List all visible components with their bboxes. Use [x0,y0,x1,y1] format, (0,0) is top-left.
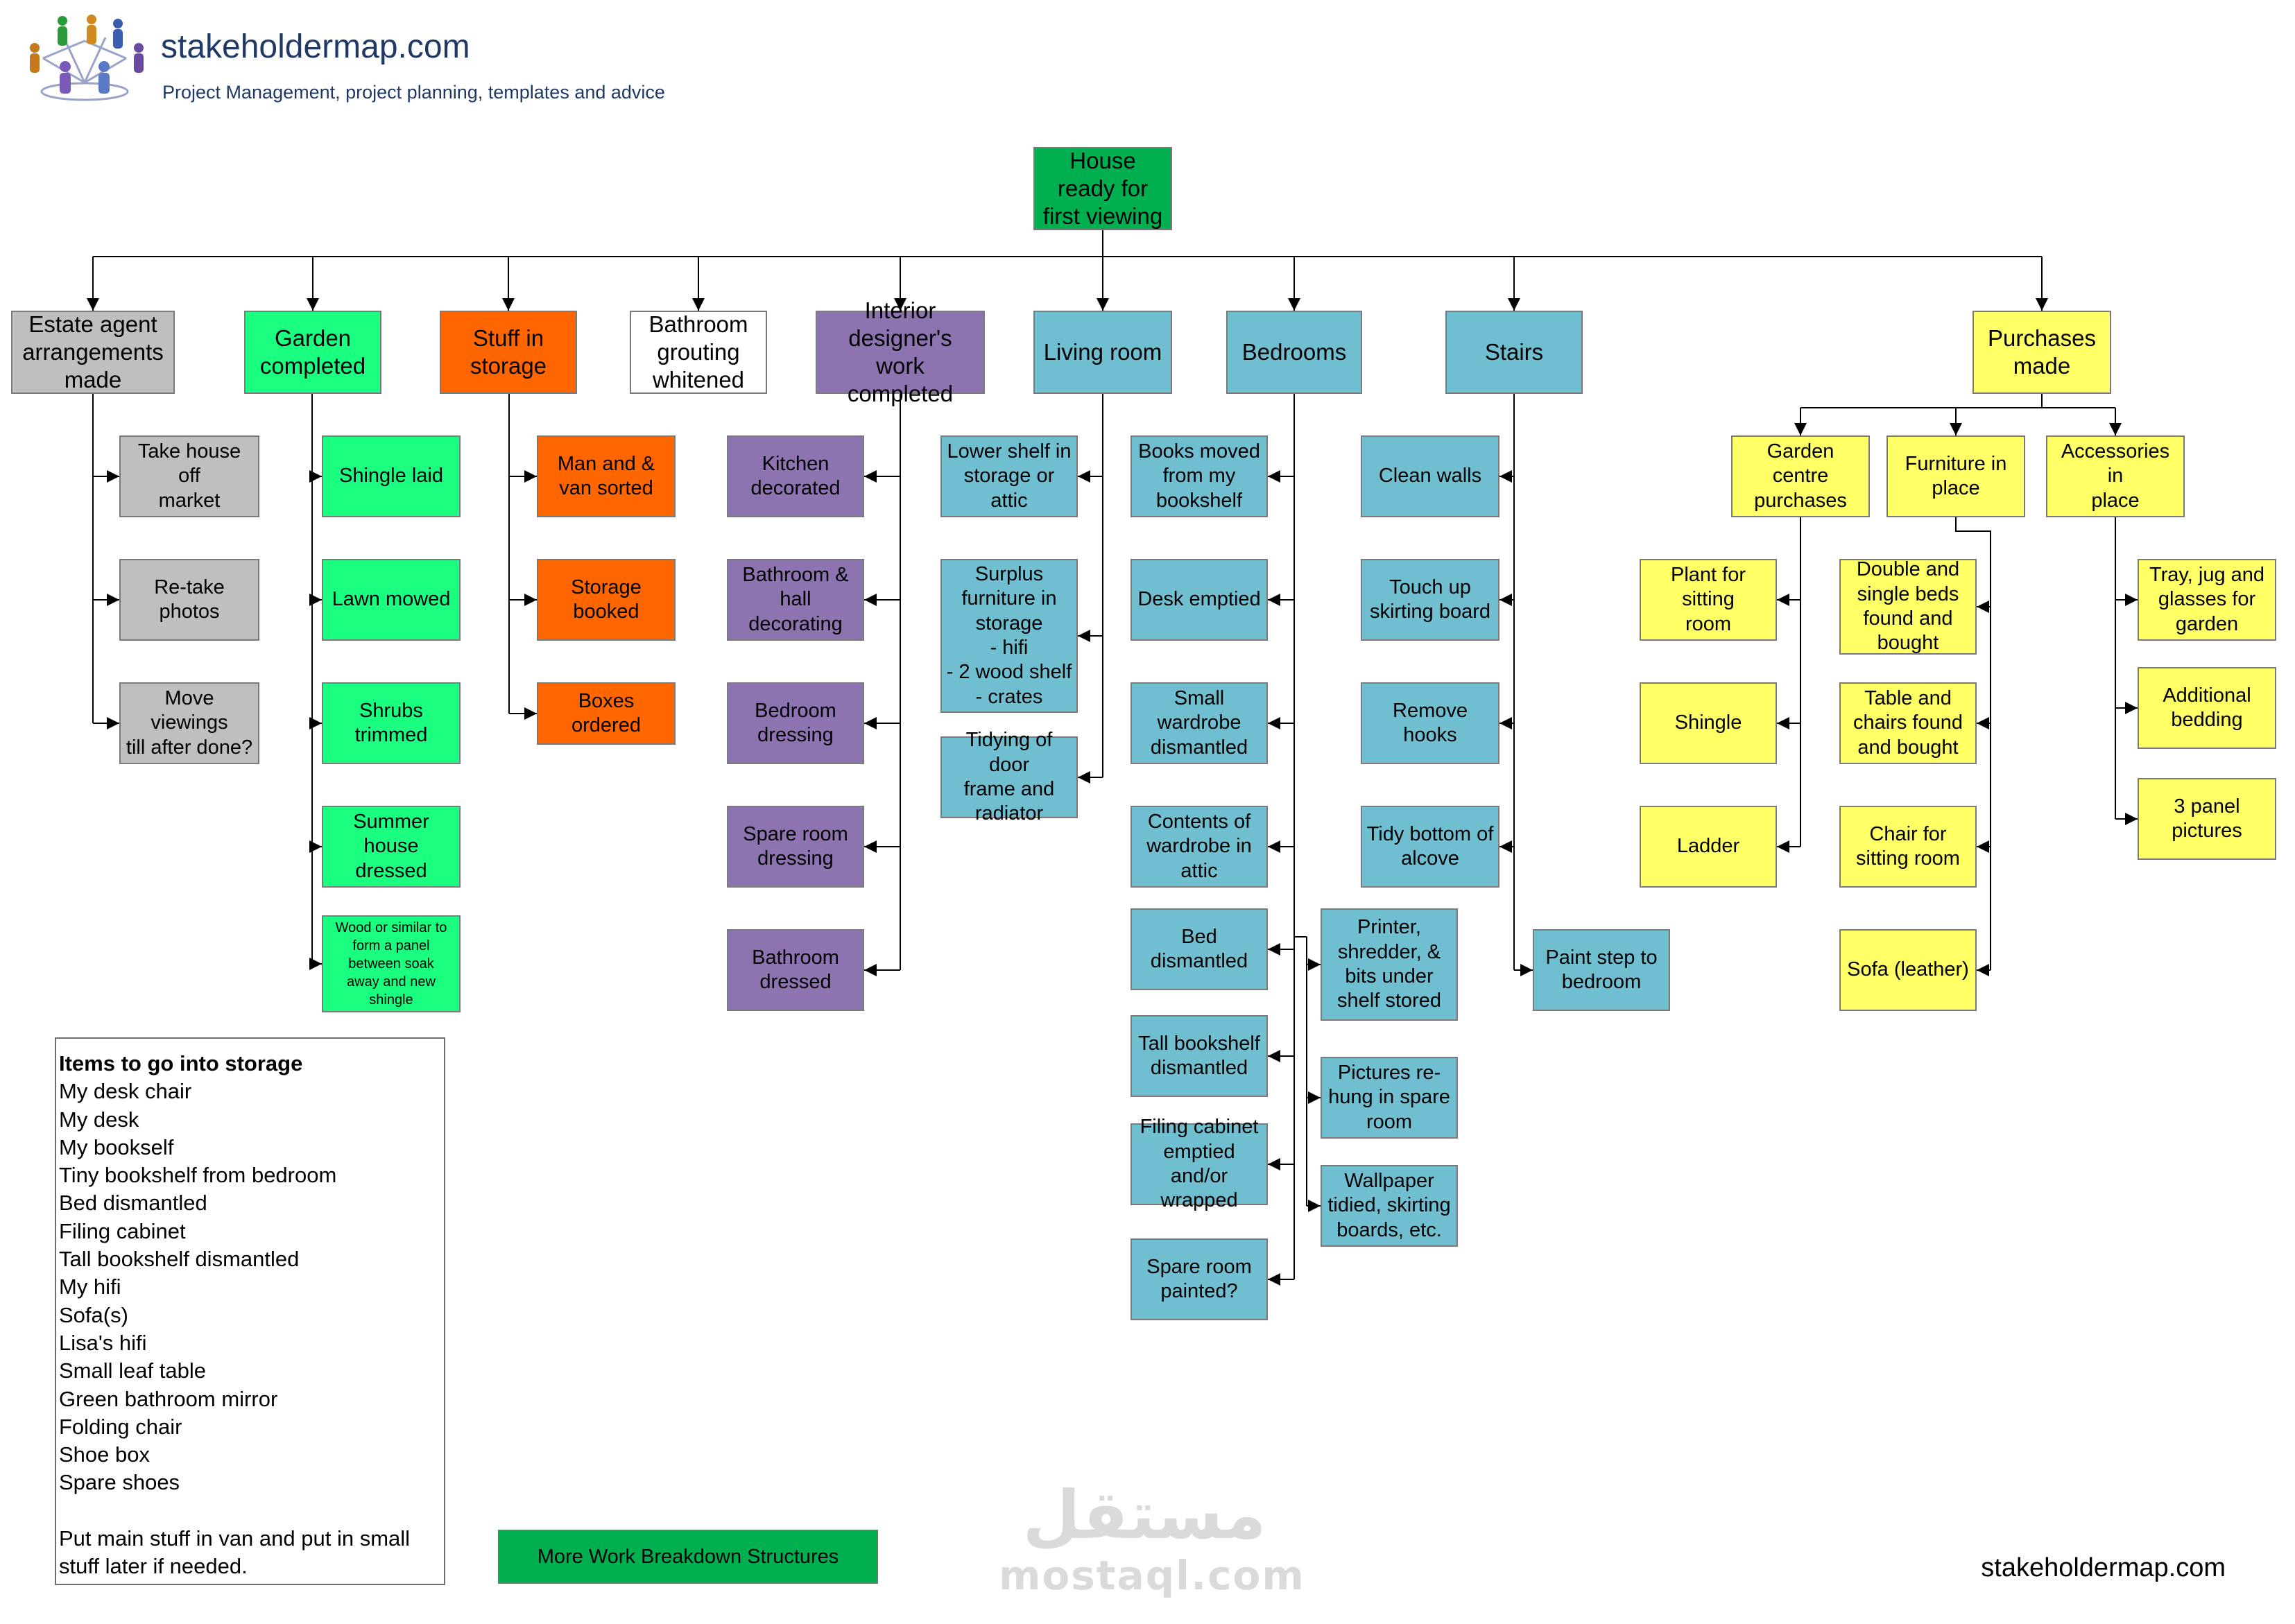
garden-task: Shingle laid [322,435,461,517]
storage-item: Bed dismantled [59,1191,207,1216]
stairs-task: Clean walls [1361,435,1499,517]
stairs-task: Remove hooks [1361,682,1499,764]
estate-task: Move viewings till after done? [119,682,259,764]
garden-centre-item: Shingle [1640,682,1777,764]
branch-bedrooms: Bedrooms [1226,311,1362,394]
branch-interior-designer: Interior designer's work completed [816,297,985,406]
group-furniture: Furniture in place [1886,435,2025,517]
garden-task: Wood or similar to form a panel between … [322,915,461,1012]
branch-bathroom-grouting: Bathroom grouting whitened [630,311,767,394]
accessories-item: Additional bedding [2138,667,2276,749]
furniture-item: Double and single beds found and bought [1839,558,1977,655]
garden-centre-item: Ladder [1640,806,1777,888]
storage-item: My hifi [59,1275,121,1299]
storage-item: Sofa(s) [59,1302,128,1327]
stakeholder-people-logo-icon [15,10,154,107]
living-room-task: Lower shelf in storage or attic [940,435,1078,517]
branch-storage: Stuff in storage [440,311,577,394]
watermark-latin: mostaql.com [999,1552,1305,1599]
garden-task: Summer house dressed [322,806,461,888]
garden-centre-item: Plant for sitting room [1640,559,1777,641]
bedroom-task: Small wardrobe dismantled [1131,682,1268,764]
storage-item: My bookself [59,1134,174,1159]
bedroom-extra-task: Pictures re- hung in spare room [1321,1057,1458,1139]
storage-list-title: Items to go into storage [59,1051,303,1076]
garden-task: Shrubs trimmed [322,682,461,764]
interior-task: Spare room dressing [727,806,864,888]
storage-item: Lisa's hifi [59,1330,147,1355]
living-room-task: Surplus furniture in storage - hifi - 2 … [940,559,1078,713]
interior-task: Bathroom & hall decorating [727,559,864,641]
bedroom-task: Contents of wardrobe in attic [1131,806,1268,888]
group-accessories: Accessories in place [2046,435,2185,517]
branch-stairs: Stairs [1445,311,1583,394]
footer-site-link[interactable]: stakeholdermap.com [1981,1553,2226,1582]
storage-item: Small leaf table [59,1358,206,1383]
bedroom-extra-task: Printer, shredder, & bits under shelf st… [1321,908,1458,1021]
branch-estate-agent: Estate agent arrangements made [11,311,175,394]
branch-living-room: Living room [1033,311,1172,394]
bedroom-task: Filing cabinet emptied and/or wrapped [1131,1116,1268,1211]
storage-note: Put main stuff in van and put in small s… [59,1526,411,1579]
living-room-task: Tidying of door frame and radiator [940,729,1078,824]
storage-task: Boxes ordered [537,682,676,745]
storage-item: Tall bookshelf dismantled [59,1247,300,1272]
branch-garden: Garden completed [244,311,381,394]
garden-task: Lawn mowed [322,559,461,641]
storage-items-list: Items to go into storage My desk chair M… [55,1037,445,1585]
storage-item: My desk [59,1107,139,1132]
stairs-task: Tidy bottom of alcove [1361,806,1499,888]
bedroom-task: Books moved from my bookshelf [1131,435,1268,517]
more-wbs-button[interactable]: More Work Breakdown Structures [498,1530,878,1584]
bedroom-task: Tall bookshelf dismantled [1131,1015,1268,1097]
storage-task: Man and & van sorted [537,435,676,517]
storage-item: Shoe box [59,1442,150,1467]
interior-task: Kitchen decorated [727,435,864,517]
storage-item: Spare shoes [59,1470,180,1495]
accessories-item: Tray, jug and glasses for garden [2138,559,2276,641]
interior-task: Bathroom dressed [727,929,864,1011]
estate-task: Re-take photos [119,559,259,641]
storage-item: My desk chair [59,1079,192,1104]
storage-item: Filing cabinet [59,1218,186,1243]
stairs-task: Paint step to bedroom [1533,929,1670,1011]
furniture-item: Sofa (leather) [1839,929,1977,1011]
site-title[interactable]: stakeholdermap.com [161,28,470,65]
furniture-item: Chair for sitting room [1839,806,1977,888]
furniture-item: Table and chairs found and bought [1839,682,1977,764]
stairs-task: Touch up skirting board [1361,559,1499,641]
branch-purchases: Purchases made [1972,311,2111,394]
mostaql-watermark: مستقل mostaql.com [999,1476,1305,1599]
watermark-arabic: مستقل [1022,1476,1266,1554]
storage-item: Green bathroom mirror [59,1386,278,1411]
bedroom-task: Bed dismantled [1131,908,1268,990]
group-garden-centre: Garden centre purchases [1731,435,1870,517]
bedroom-task: Desk emptied [1131,559,1268,641]
root-node: House ready for first viewing [1033,147,1172,230]
bedroom-task: Spare room painted? [1131,1238,1268,1320]
accessories-item: 3 panel pictures [2138,778,2276,860]
site-tagline: Project Management, project planning, te… [162,82,665,103]
storage-item: Folding chair [59,1414,182,1439]
interior-task: Bedroom dressing [727,682,864,764]
estate-task: Take house off market [119,435,259,517]
storage-task: Storage booked [537,559,676,641]
storage-item: Tiny bookshelf from bedroom [59,1163,337,1188]
bedroom-extra-task: Wallpaper tidied, skirting boards, etc. [1321,1165,1458,1247]
